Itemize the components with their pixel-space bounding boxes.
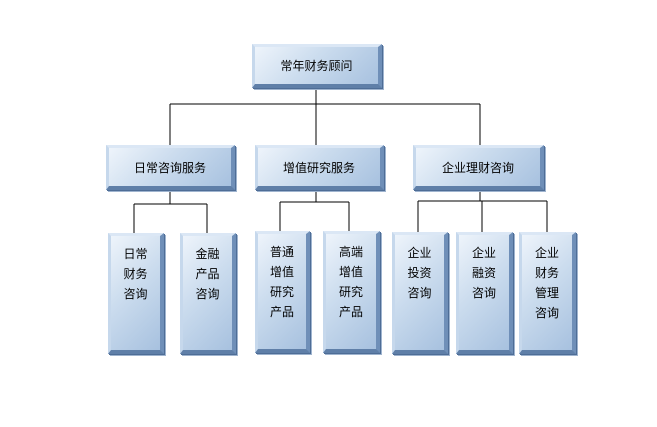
service-node-daily-finance[interactable]: 日常 财务 咨询 bbox=[108, 233, 164, 354]
service-node-standard-research[interactable]: 普通 增值 研究 产品 bbox=[255, 231, 310, 353]
category-label: 增值研究服务 bbox=[282, 160, 355, 175]
service-label: 高端 增值 研究 产品 bbox=[338, 245, 363, 319]
category-label: 企业理财咨询 bbox=[441, 160, 514, 175]
root-node-label: 常年财务顾问 bbox=[280, 59, 353, 73]
service-node-financial-products[interactable]: 金融 产品 咨询 bbox=[180, 233, 236, 354]
category-label: 日常咨询服务 bbox=[133, 160, 206, 175]
service-label: 企业 融资 咨询 bbox=[471, 246, 496, 300]
service-node-premium-research[interactable]: 高端 增值 研究 产品 bbox=[323, 231, 380, 353]
service-node-financial-management[interactable]: 企业 财务 管理 咨询 bbox=[519, 232, 576, 354]
service-node-corporate-financing[interactable]: 企业 融资 咨询 bbox=[456, 232, 513, 354]
service-label: 普通 增值 研究 产品 bbox=[269, 245, 294, 319]
service-label: 企业 投资 咨询 bbox=[407, 246, 432, 300]
category-node-daily-consulting[interactable]: 日常咨询服务 bbox=[106, 145, 235, 190]
category-node-corporate-finance[interactable]: 企业理财咨询 bbox=[413, 145, 544, 190]
category-node-value-added-research[interactable]: 增值研究服务 bbox=[255, 145, 384, 190]
service-label: 日常 财务 咨询 bbox=[123, 247, 148, 301]
service-label: 金融 产品 咨询 bbox=[195, 247, 220, 301]
service-node-corporate-investment[interactable]: 企业 投资 咨询 bbox=[392, 232, 448, 354]
root-node[interactable]: 常年财务顾问 bbox=[252, 44, 382, 88]
service-label: 企业 财务 管理 咨询 bbox=[534, 246, 559, 320]
